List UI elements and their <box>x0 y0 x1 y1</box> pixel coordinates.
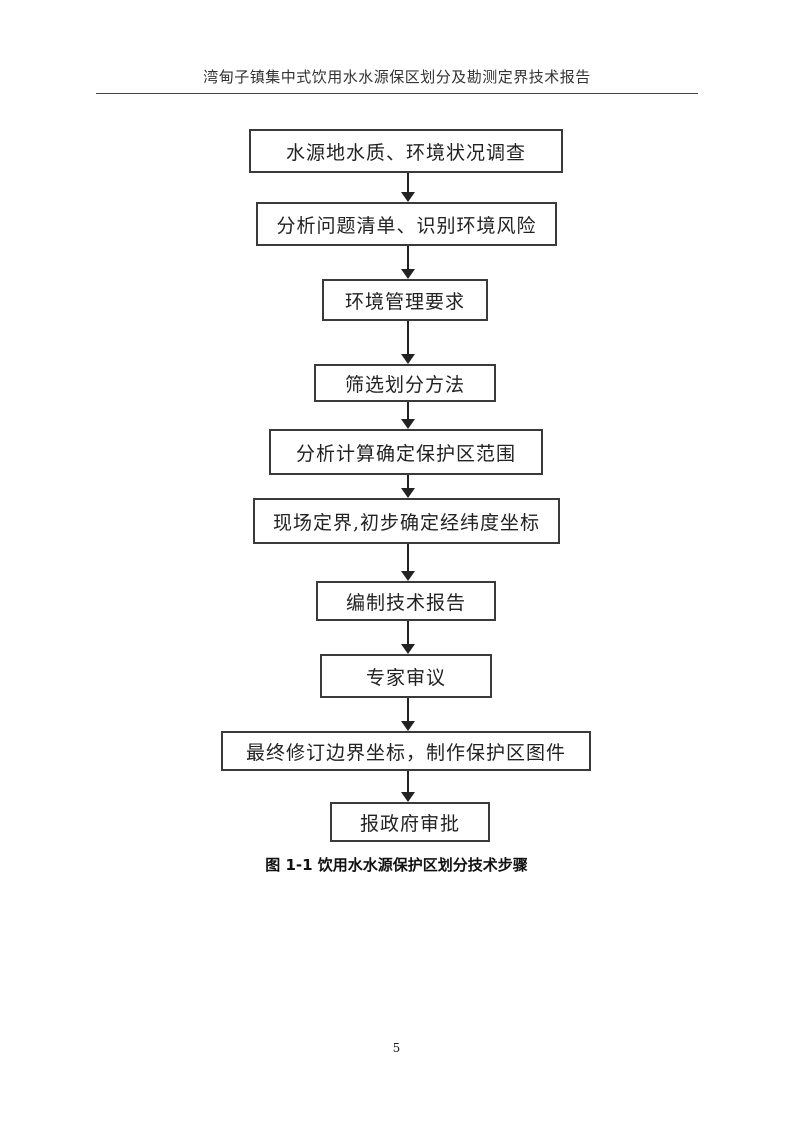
flow-step-calculate-range: 分析计算确定保护区范围 <box>269 429 543 475</box>
flow-arrow <box>401 402 415 429</box>
flow-arrow <box>401 698 415 731</box>
flow-arrow <box>401 246 415 279</box>
flow-step-write-report: 编制技术报告 <box>316 581 496 621</box>
flow-step-expert-review: 专家审议 <box>320 654 492 698</box>
flow-step-select-method: 筛选划分方法 <box>314 364 496 402</box>
flow-arrow <box>401 475 415 498</box>
header-rule <box>96 93 698 94</box>
flow-step-management-requirements: 环境管理要求 <box>322 279 488 321</box>
flow-step-field-demarcation: 现场定界,初步确定经纬度坐标 <box>253 498 560 544</box>
flow-step-survey: 水源地水质、环境状况调查 <box>249 129 563 173</box>
flow-arrow <box>401 173 415 202</box>
figure-caption: 图 1-1 饮用水水源保护区划分技术步骤 <box>265 856 528 874</box>
flow-arrow <box>401 321 415 364</box>
flow-arrow <box>401 621 415 654</box>
flow-step-final-revision: 最终修订边界坐标，制作保护区图件 <box>221 731 591 771</box>
flow-arrow <box>401 771 415 802</box>
flow-step-risk-analysis: 分析问题清单、识别环境风险 <box>256 202 557 246</box>
flow-step-government-approval: 报政府审批 <box>330 802 490 842</box>
page-number: 5 <box>392 1041 401 1055</box>
flow-arrow <box>401 544 415 581</box>
page-header: 湾甸子镇集中式饮用水水源保区划分及勘测定界技术报告 <box>203 68 591 86</box>
